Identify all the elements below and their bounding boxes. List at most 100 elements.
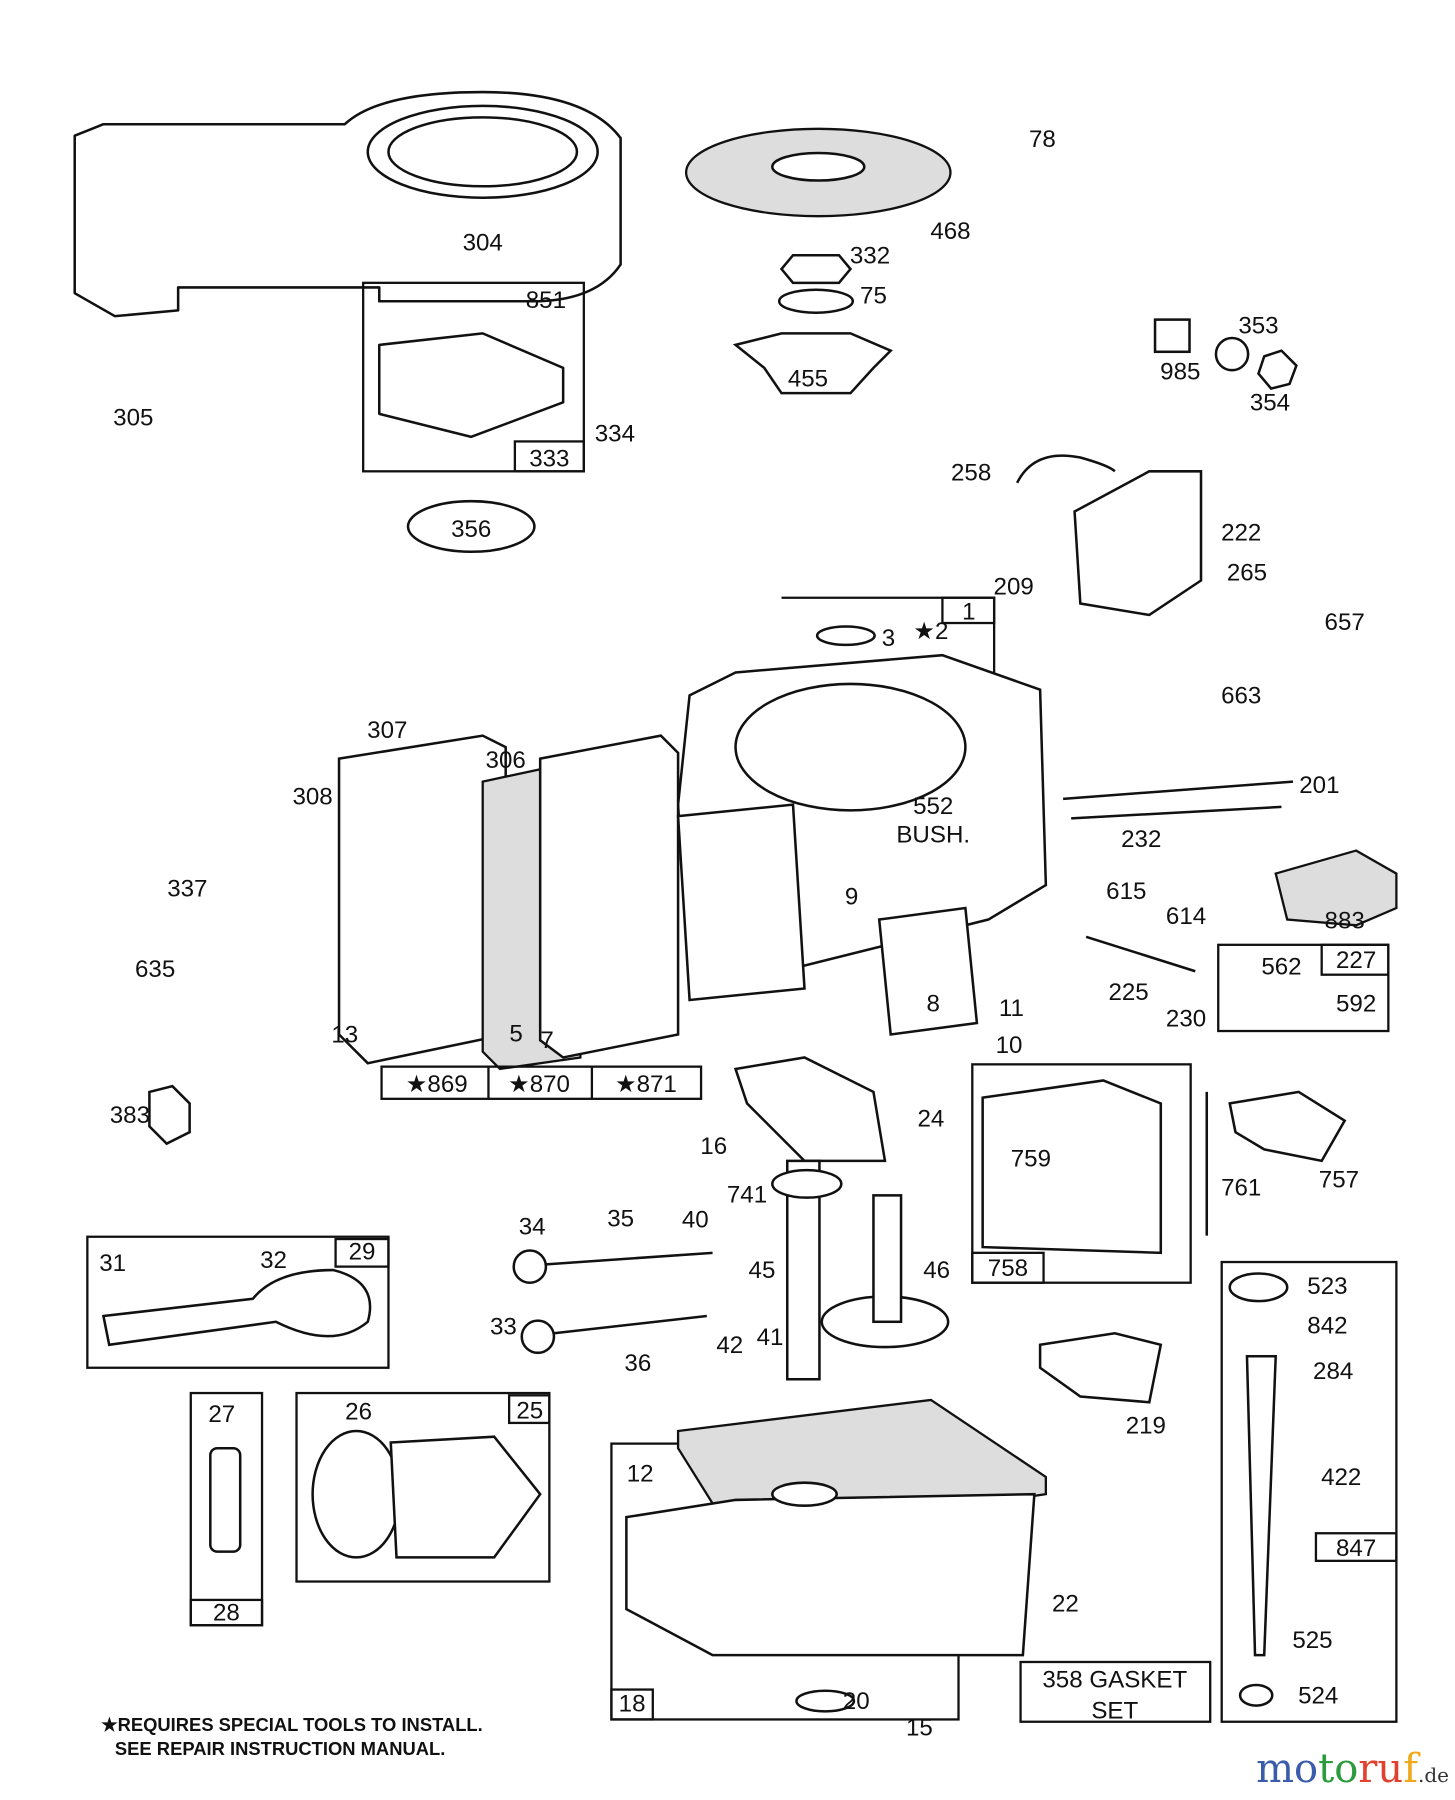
- part-label-332: 332: [850, 242, 890, 269]
- bracket-219: [1038, 1331, 1163, 1404]
- blower-housing: [73, 90, 622, 318]
- crankshaft-16: [733, 1056, 887, 1163]
- box-25-tag: [507, 1394, 551, 1425]
- sump-18: [625, 1492, 1036, 1657]
- part-label-20: 20: [843, 1688, 870, 1715]
- piston-rings-26: [311, 1429, 402, 1559]
- box-847-tag: [1314, 1532, 1398, 1562]
- nut-354: [1257, 349, 1298, 390]
- part-label-525: 525: [1292, 1627, 1332, 1654]
- watermark-letter: o: [1294, 1746, 1319, 1792]
- box-333: [513, 440, 585, 473]
- cylinder-block-side: [538, 734, 680, 1059]
- part-label-41: 41: [757, 1324, 784, 1351]
- valve-stem-34: [545, 1251, 713, 1266]
- ignition-module: [378, 332, 565, 439]
- part-label-883: 883: [1325, 908, 1365, 935]
- part-label-75: 75: [860, 283, 887, 310]
- motoruf-watermark-logo: motoruf.de: [1256, 1746, 1449, 1792]
- ground-wire: [406, 499, 536, 554]
- screen-hub: [771, 151, 866, 182]
- housing-ring: [387, 116, 579, 188]
- part-label-201: 201: [1299, 772, 1339, 799]
- box-562-group: [1217, 943, 1390, 1033]
- part-label-614: 614: [1166, 903, 1206, 930]
- part-label-31: 31: [99, 1250, 126, 1277]
- part-label-232: 232: [1121, 826, 1161, 853]
- box-758: [971, 1063, 1192, 1284]
- lever-757: [1228, 1090, 1347, 1163]
- box-29-tag: [334, 1237, 390, 1268]
- part-label-set: SET: [1091, 1697, 1138, 1724]
- part-label-265: 265: [1227, 559, 1267, 586]
- part-label-8: 8: [927, 990, 940, 1017]
- part-label-562: 562: [1261, 954, 1301, 981]
- part-label-35: 35: [607, 1205, 634, 1232]
- part-label-761: 761: [1221, 1174, 1261, 1201]
- part-label-358-gasket: 358 GASKET: [1042, 1666, 1187, 1693]
- part-label-869: ★869: [406, 1071, 468, 1098]
- part-label-337: 337: [167, 876, 207, 903]
- watermark-suffix: .de: [1418, 1763, 1449, 1787]
- part-label-523: 523: [1307, 1273, 1347, 1300]
- box-758-tag: [971, 1251, 1045, 1284]
- part-label-33: 33: [490, 1313, 517, 1340]
- part-label-2: ★2: [913, 618, 948, 645]
- box-358-gasket-set: [1019, 1660, 1212, 1723]
- part-label-45: 45: [749, 1257, 776, 1284]
- watermark-letter: o: [1334, 1746, 1359, 1792]
- dipstick-tube: [1245, 1355, 1278, 1657]
- part-label-11: 11: [999, 995, 1024, 1022]
- part-label-758: 758: [988, 1255, 1028, 1282]
- piston: [389, 1435, 542, 1559]
- part-label-46: 46: [923, 1257, 950, 1284]
- part-label-34: 34: [519, 1213, 546, 1240]
- part-label-9: 9: [845, 884, 858, 911]
- part-label-757: 757: [1319, 1166, 1359, 1193]
- watermark-letter: u: [1377, 1746, 1404, 1792]
- wrist-pin-27: [209, 1446, 242, 1553]
- part-label-847: 847: [1336, 1535, 1376, 1562]
- part-label-468: 468: [930, 218, 970, 245]
- lockwasher-353: [1214, 336, 1250, 372]
- part-label-10: 10: [996, 1032, 1023, 1059]
- box-847: [1220, 1260, 1398, 1723]
- part-label-304: 304: [463, 230, 503, 257]
- switch-985: [1153, 318, 1191, 354]
- part-label-354: 354: [1250, 389, 1290, 416]
- camshaft-46: [872, 1194, 903, 1324]
- part-label-24: 24: [918, 1105, 945, 1132]
- part-label-985: 985: [1160, 358, 1200, 385]
- part-label-1: 1: [962, 599, 975, 626]
- part-label-635: 635: [135, 956, 175, 983]
- part-label-308: 308: [292, 784, 332, 811]
- bushing-3: [815, 625, 876, 647]
- part-label-334: 334: [595, 420, 635, 447]
- box-18-tag: [610, 1688, 654, 1721]
- part-label-27: 27: [208, 1401, 235, 1428]
- part-label-422: 422: [1321, 1464, 1361, 1491]
- part-label-36: 36: [624, 1350, 651, 1377]
- part-label-663: 663: [1221, 682, 1261, 709]
- gear-741: [771, 1168, 843, 1199]
- part-label-18: 18: [619, 1690, 646, 1717]
- part-label-16: 16: [700, 1133, 727, 1160]
- nut-332: [779, 253, 853, 285]
- part-label-383: 383: [110, 1102, 150, 1129]
- part-label-353: 353: [1238, 312, 1278, 339]
- valve-cover-area: [676, 803, 806, 1002]
- breather-8: [877, 906, 979, 1036]
- box-special-tools: [380, 1065, 703, 1100]
- part-labels: 3048513333053343563327545546878985353354…: [99, 126, 1376, 1741]
- part-label-307: 307: [367, 717, 407, 744]
- part-label-28: 28: [213, 1600, 240, 1627]
- part-label-356: 356: [451, 516, 491, 543]
- washer-75: [777, 288, 855, 314]
- box-25: [295, 1391, 551, 1583]
- part-label-bush: BUSH.: [896, 822, 970, 849]
- cylinder-head-308: [337, 734, 507, 1065]
- part-label-657: 657: [1325, 609, 1365, 636]
- part-label-209: 209: [994, 573, 1034, 600]
- part-label-219: 219: [1126, 1412, 1166, 1439]
